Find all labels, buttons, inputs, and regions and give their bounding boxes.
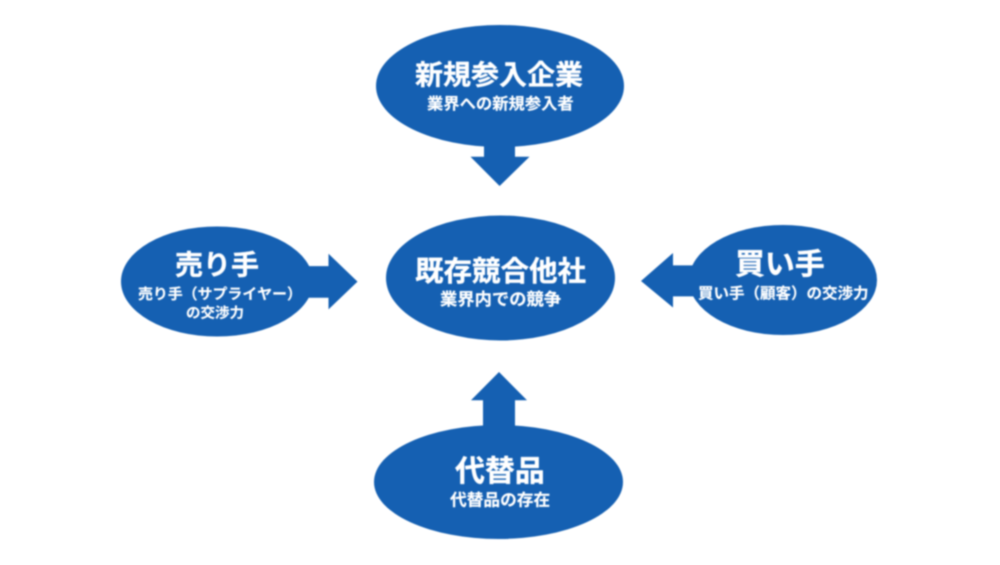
suppliers-subtitle-line1: 売り手（サプライヤー） <box>138 286 302 301</box>
new-entrants-subtitle: 業界への新規参入者 <box>426 95 574 111</box>
glyph-text-svg <box>186 305 243 320</box>
suppliers-title: 売り手 <box>175 250 259 278</box>
shape-layer <box>121 25 877 539</box>
glyph-text-svg <box>735 248 825 278</box>
rivals-title: 既存競合他社 <box>414 256 586 285</box>
glyph-text-svg <box>414 256 586 285</box>
buyers-title: 買い手 <box>735 248 825 278</box>
glyph-text-svg <box>426 95 573 111</box>
rivals-subtitle: 業界内での競争 <box>440 290 562 308</box>
arrow-up-icon <box>471 372 527 440</box>
substitutes-title: 代替品 <box>455 455 545 485</box>
ellipse-new-entrants <box>376 25 624 147</box>
arrow-left-icon <box>641 253 710 308</box>
glyph-text-svg <box>414 60 583 88</box>
glyph-text-svg <box>440 290 562 308</box>
ellipse-suppliers <box>121 226 313 337</box>
glyph-text-svg <box>450 490 550 507</box>
glyph-text-svg <box>698 284 868 301</box>
arrow-right-icon <box>290 253 358 310</box>
glyph-text-svg <box>175 250 258 278</box>
ellipse-buyers <box>689 225 877 335</box>
glyph-text-svg <box>455 455 544 484</box>
suppliers-subtitle-line2: の交渉力 <box>186 305 244 320</box>
arrow-down-icon <box>470 120 530 186</box>
glyph-text-svg <box>138 286 293 301</box>
substitutes-subtitle: 代替品の存在 <box>450 490 550 508</box>
buyers-subtitle: 買い手（顧客）の交渉力 <box>698 284 869 301</box>
ellipse-rivals <box>386 215 615 341</box>
new-entrants-title: 新規参入企業 <box>414 60 583 88</box>
